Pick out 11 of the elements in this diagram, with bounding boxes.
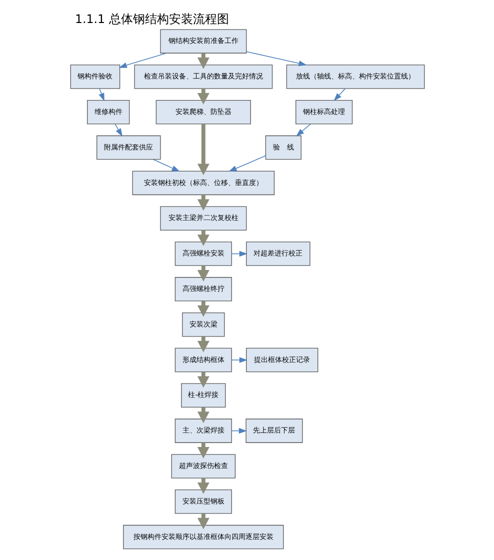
arrow	[118, 52, 166, 68]
arrow	[98, 88, 104, 102]
arrow	[196, 124, 209, 176]
arrow	[246, 51, 306, 66]
arrow	[228, 155, 266, 172]
arrow	[230, 357, 248, 363]
arrow	[333, 88, 346, 102]
arrow	[152, 158, 180, 172]
arrow	[114, 124, 122, 137]
diagram-title: 1.1.1 总体钢结构安装流程图	[74, 12, 228, 26]
arrow	[295, 124, 311, 136]
